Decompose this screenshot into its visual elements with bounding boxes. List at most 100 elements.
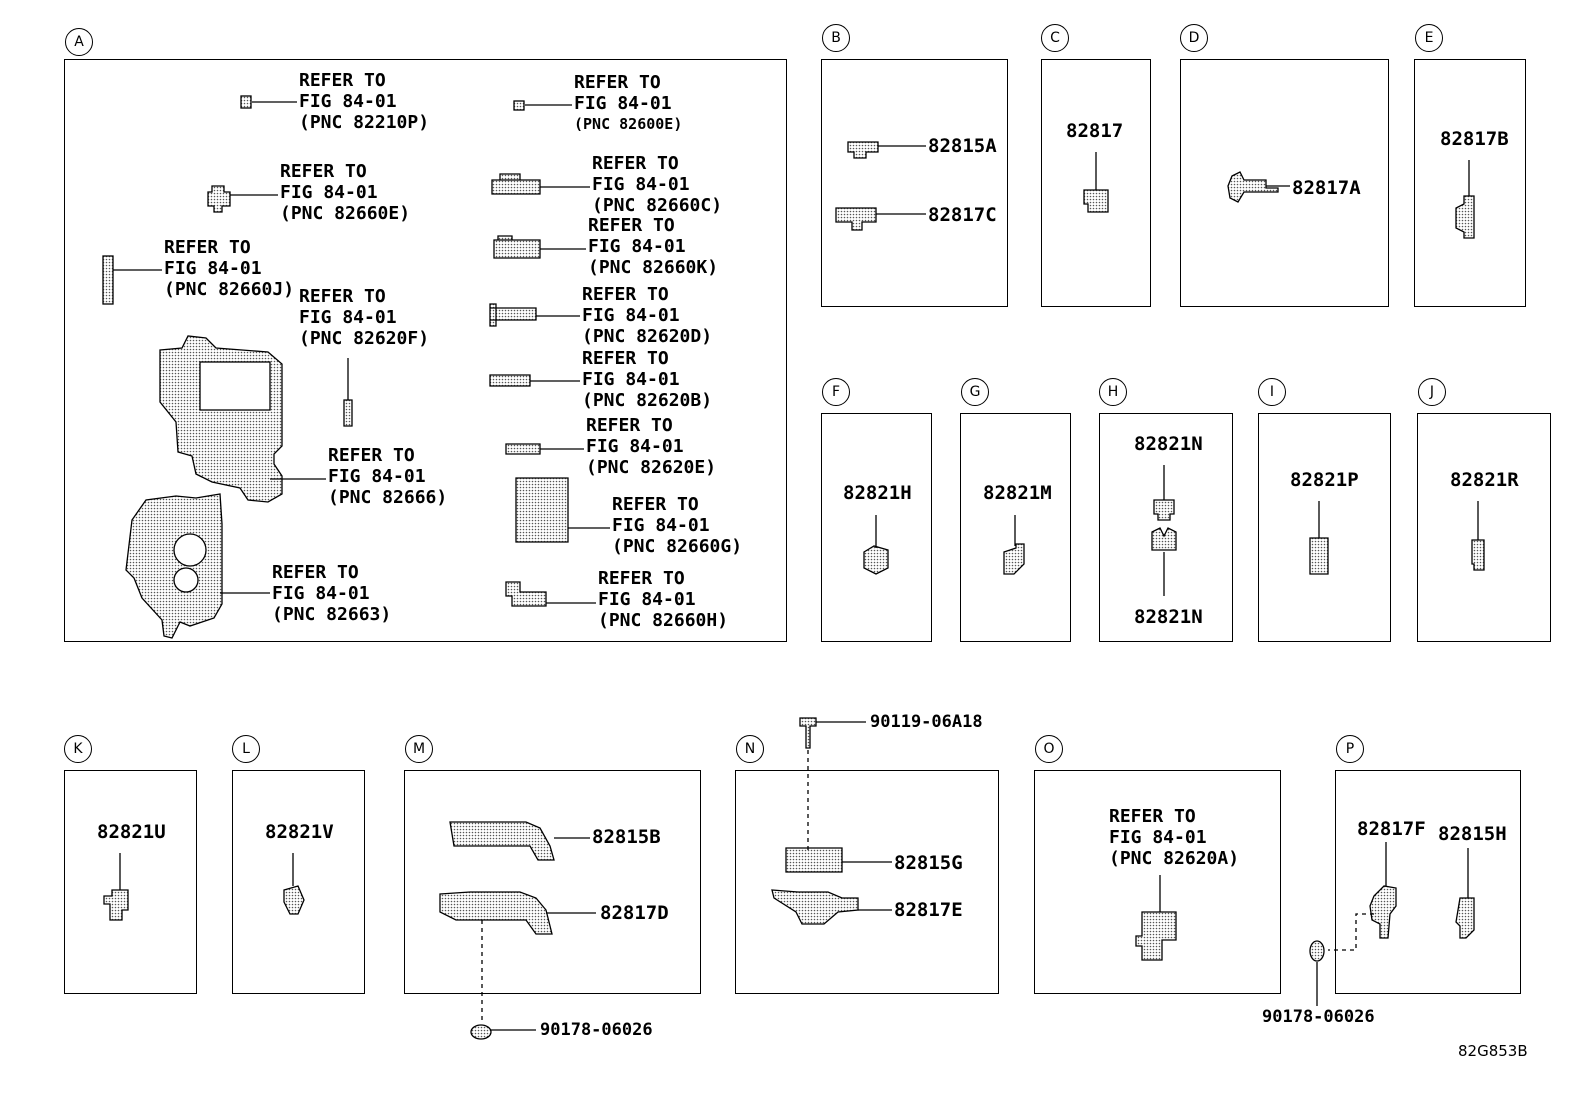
bolt-90119-06a18 — [799, 717, 817, 749]
part-number-82817a: 82817A — [1292, 177, 1361, 199]
section-o-box — [1034, 770, 1281, 994]
fuse-block-82660g — [515, 477, 569, 543]
part-number-82815g: 82815G — [894, 852, 963, 874]
diagram-code: 82G853B — [1458, 1042, 1528, 1060]
connector-82620b — [489, 374, 531, 387]
part-82817f — [1369, 885, 1397, 939]
part-82817c — [835, 207, 877, 231]
section-h-label: H — [1099, 378, 1127, 406]
part-number-82821n-top: 82821N — [1134, 433, 1203, 455]
clip-90178-06026-p — [1309, 940, 1325, 962]
section-a-box — [64, 59, 787, 642]
junction-block-82663 — [125, 493, 223, 639]
section-l-label: L — [232, 735, 260, 763]
part-number-82817d: 82817D — [600, 902, 669, 924]
part-number-82817: 82817 — [1066, 120, 1124, 142]
section-i-box — [1258, 413, 1391, 642]
section-j-label: J — [1418, 378, 1446, 406]
section-l-box — [232, 770, 365, 994]
part-number-82815b: 82815B — [592, 826, 661, 848]
part-number-82821h: 82821H — [843, 482, 912, 504]
part-number-82821r: 82821R — [1450, 469, 1519, 491]
section-p-label: P — [1336, 735, 1364, 763]
section-o-label: O — [1035, 735, 1063, 763]
section-e-label: E — [1415, 24, 1443, 52]
part-number-90178-06026-p: 90178-06026 — [1262, 1007, 1375, 1027]
connector-82620a — [1135, 911, 1177, 961]
clip-90178-06026-m — [470, 1024, 492, 1040]
connector-82660e — [207, 185, 231, 213]
section-f-label: F — [822, 378, 850, 406]
part-number-82817e: 82817E — [894, 899, 963, 921]
section-h-box — [1099, 413, 1233, 642]
connector-82210p — [240, 95, 252, 109]
section-d-label: D — [1180, 24, 1208, 52]
section-b-label: B — [822, 24, 850, 52]
connector-82620e — [505, 443, 541, 455]
part-number-82817f: 82817F — [1357, 818, 1426, 840]
part-number-82821n-bottom: 82821N — [1134, 606, 1203, 628]
part-number-82817c: 82817C — [928, 204, 997, 226]
part-82815g — [785, 847, 843, 873]
section-n-label: N — [736, 735, 764, 763]
part-82821v — [283, 885, 305, 915]
part-82821n-bottom — [1151, 527, 1177, 551]
connector-82620d — [489, 303, 537, 327]
section-b-box — [821, 59, 1008, 307]
part-number-82821u: 82821U — [97, 821, 166, 843]
part-82817e — [771, 889, 859, 925]
section-c-label: C — [1041, 24, 1069, 52]
section-i-label: I — [1258, 378, 1286, 406]
part-82821p — [1309, 537, 1329, 575]
section-m-label: M — [405, 735, 433, 763]
section-d-box — [1180, 59, 1389, 307]
section-g-box — [960, 413, 1071, 642]
section-f-box — [821, 413, 932, 642]
connector-82600e — [513, 100, 525, 111]
connector-82660j — [102, 255, 114, 305]
section-c-box — [1041, 59, 1151, 307]
relay-block-82666 — [159, 335, 283, 503]
part-82817a — [1227, 171, 1279, 203]
part-number-90178-06026-m: 90178-06026 — [540, 1020, 653, 1040]
part-number-82815a: 82815A — [928, 135, 997, 157]
section-m-box — [404, 770, 701, 994]
section-e-box — [1414, 59, 1526, 307]
part-number-82817b: 82817B — [1440, 128, 1509, 150]
part-82817d — [439, 891, 553, 935]
part-82815b — [449, 821, 555, 861]
part-82821u — [103, 889, 129, 921]
part-82821r — [1471, 539, 1485, 571]
section-a-label: A — [65, 28, 93, 56]
section-k-label: K — [64, 735, 92, 763]
part-number-82821v: 82821V — [265, 821, 334, 843]
part-82821h — [863, 545, 889, 575]
section-g-label: G — [961, 378, 989, 406]
part-82821m — [1003, 543, 1025, 575]
part-number-82821p: 82821P — [1290, 469, 1359, 491]
section-j-box — [1417, 413, 1551, 642]
part-number-90119-06a18: 90119-06A18 — [870, 712, 983, 732]
part-number-82815h: 82815H — [1438, 823, 1507, 845]
section-k-box — [64, 770, 197, 994]
connector-82620f — [343, 399, 353, 427]
part-number-82821m: 82821M — [983, 482, 1052, 504]
part-82817 — [1083, 189, 1109, 213]
section-p-box — [1335, 770, 1521, 994]
part-82817b — [1455, 195, 1475, 239]
